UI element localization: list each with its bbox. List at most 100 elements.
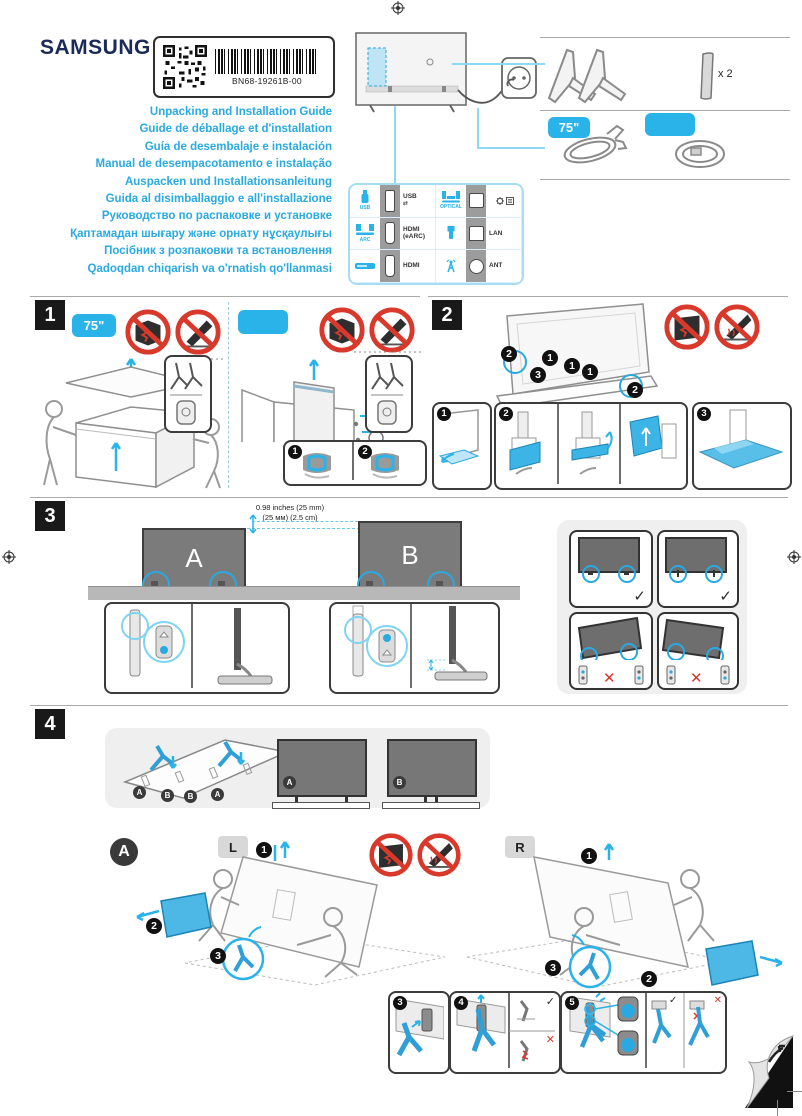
barcode-block: BN68-19261B-00 <box>215 48 319 86</box>
stand-cover <box>700 52 714 100</box>
step-badge: 1 <box>437 407 451 421</box>
no-hot-surface-icon <box>417 833 461 877</box>
port-row-optical: OPTICAL <box>436 185 522 218</box>
step-badge: 2 <box>499 407 513 421</box>
callout-badge: 2 <box>627 382 643 398</box>
title-line: Guide de déballage et d'installation <box>139 123 332 136</box>
antenna-icon <box>436 250 466 282</box>
port-row-hdmi-earc: ARC HDMI(eARC) <box>350 217 436 251</box>
tv-base <box>272 802 370 809</box>
usb-transfer-icon: ⇄ <box>403 200 409 207</box>
tv-a-label: A <box>283 776 296 789</box>
registration-mark-left <box>2 550 16 564</box>
cross-mark: ✕ <box>713 995 722 1006</box>
port-row-ant: ANT <box>436 250 522 283</box>
title-line: Руководство по распаковке и установке <box>101 210 332 223</box>
step-badge: 3 <box>697 407 711 421</box>
divider <box>540 179 790 180</box>
fold-step-panel: 1 <box>432 402 492 490</box>
no-tilt-box-icon <box>175 309 221 355</box>
person-left <box>198 869 240 942</box>
level-ok-panel: ✓ <box>569 530 653 608</box>
stand-position-panel: A B B A A B <box>105 728 490 809</box>
title-line: Manual de desempacotamento e instalação <box>95 158 332 171</box>
callout-line <box>477 108 479 148</box>
crop-mark <box>787 1091 802 1092</box>
divider <box>428 296 788 297</box>
tv-rear-diagram <box>355 32 537 113</box>
registration-mark-right <box>787 550 801 564</box>
tv-side-view-raised <box>427 606 488 681</box>
barcode <box>215 48 319 74</box>
usb-device-icon: USB <box>350 185 380 217</box>
level-check-grid: ✓ ✓ ✕ ✕ <box>557 520 747 694</box>
no-impact-icon <box>664 304 710 350</box>
hdmi-earc-port <box>380 217 400 250</box>
section-2-number: 2 <box>432 300 462 330</box>
clip-steps-panel: 1 2 <box>283 440 427 486</box>
right-leg-badge: R <box>505 836 535 858</box>
slot-label: B <box>184 790 197 803</box>
title-block: Unpacking and Installation Guide Guide d… <box>32 104 332 278</box>
divider <box>30 497 788 498</box>
step-badge: 2 <box>641 971 657 987</box>
no-impact-icon <box>369 833 413 877</box>
no-tilt-box-icon <box>369 307 415 353</box>
level-bad-panel: ✕ <box>657 612 739 690</box>
divider <box>30 705 788 706</box>
gear-icon <box>496 196 504 205</box>
title-line: Guía de desembalaje e instalación <box>144 140 332 153</box>
port-row-usb: USB USB⇄ <box>350 185 436 218</box>
model-badge-blank <box>238 310 288 334</box>
usb-port <box>380 185 400 217</box>
measure-line <box>252 521 358 522</box>
fold-steps-panel: 2 <box>494 402 688 490</box>
callout-badge: 1 <box>564 358 580 374</box>
title-line: Посібник з розпаковки та встановлення <box>104 245 332 258</box>
registration-mark-top <box>391 1 405 15</box>
variant-a-label: A <box>110 838 138 866</box>
port-area-highlight <box>367 47 387 87</box>
tv-leg <box>435 795 438 802</box>
cross-mark: ✕ <box>603 670 616 687</box>
size-badge-75: 75" <box>548 117 590 138</box>
section-4-number: 4 <box>35 709 65 739</box>
tv-side-view <box>217 608 273 685</box>
slot-label: B <box>161 789 174 802</box>
stand-detail-panel-b <box>329 602 500 694</box>
title-line: Auspacken und Installationsanleitung <box>124 175 332 188</box>
person-right <box>296 907 358 978</box>
step-badge: 1 <box>288 445 302 459</box>
callout-badge: 2 <box>501 346 517 362</box>
leg-step-panel: 4 ✓ ✕ <box>449 991 561 1074</box>
tv-b-label: B <box>393 776 406 789</box>
measure-line <box>242 528 360 529</box>
callout-line <box>452 63 545 65</box>
product-label: BN68-19261B-00 <box>153 36 335 98</box>
page-curl-icon <box>745 1035 795 1109</box>
check-mark: ✓ <box>719 588 732 605</box>
step-badge: 3 <box>393 996 407 1010</box>
cross-mark: ✕ <box>545 1034 555 1046</box>
port-row-hdmi: HDMI <box>350 250 436 283</box>
title-line: Qadoqdan chiqarish va o'rnatish qo'llanm… <box>87 262 332 275</box>
callout-badge: 1 <box>542 350 558 366</box>
leg-step-panel: 5 ✓ ✕ <box>560 991 727 1074</box>
crop-mark <box>777 1100 778 1116</box>
power-cord-coil <box>675 140 725 168</box>
size-badge-75: 75" <box>72 314 116 337</box>
remote-icon <box>176 400 196 425</box>
no-cut-box-icon <box>125 309 171 355</box>
wall-outlet <box>501 57 537 99</box>
samsung-logo: SAMSUNG <box>40 36 151 59</box>
title-line: Guida al disimballaggio e all'installazi… <box>105 193 332 206</box>
step-badge: 3 <box>545 960 561 976</box>
tv-leg <box>295 795 298 802</box>
part-number: BN68-19261B-00 <box>232 75 302 86</box>
qr-code <box>163 45 207 89</box>
model-badge-blank <box>645 113 695 136</box>
gap-measurement: 0.98 inches (25 mm) (25 мм) (2.5 cm) <box>255 503 325 522</box>
hdmi-port <box>380 250 400 282</box>
check-mark: ✓ <box>669 995 678 1006</box>
leg-step-panel: 3 <box>388 991 450 1074</box>
